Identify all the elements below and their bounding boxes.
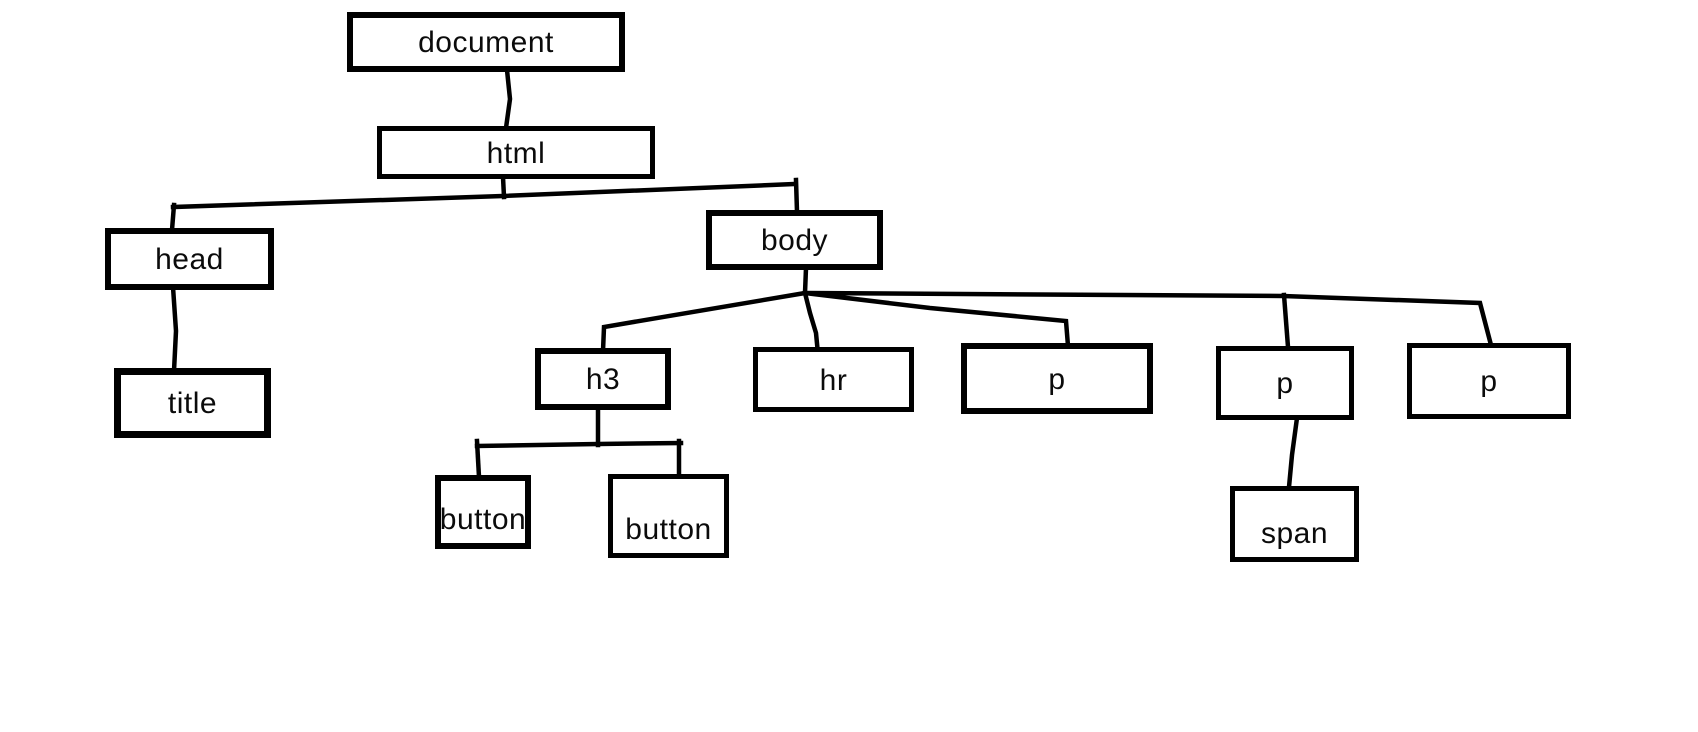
node-button-second-label: button <box>625 513 712 546</box>
edge-p2-span <box>1286 415 1300 490</box>
node-body-label: body <box>760 224 829 257</box>
edge-head-tick <box>169 202 177 233</box>
node-span-label: span <box>1260 517 1329 550</box>
node-hr: hr <box>753 347 914 412</box>
node-html-label: html <box>486 136 546 170</box>
node-p-first: p <box>961 343 1153 414</box>
node-span: span <box>1230 486 1359 562</box>
node-p-third-label: p <box>1480 365 1498 398</box>
node-p-second: p <box>1216 346 1354 420</box>
edge-head-title <box>170 284 179 374</box>
node-h3-label: h3 <box>585 363 621 396</box>
node-document-label: document <box>418 26 554 59</box>
node-title-label: title <box>167 387 218 420</box>
edge-body-hr <box>802 290 821 357</box>
node-p-first-label: p <box>1048 362 1066 396</box>
node-html: html <box>377 126 655 179</box>
edge-html-stub <box>500 174 507 200</box>
node-button-first: button <box>435 475 531 549</box>
node-button-second: button <box>608 474 729 558</box>
edge-p2-tick <box>1281 292 1291 350</box>
node-title: title <box>114 368 271 438</box>
edge-button1-tick <box>474 438 482 480</box>
edge-body-tick <box>793 177 800 215</box>
edge-body-stub <box>802 265 809 296</box>
node-body: body <box>706 210 883 270</box>
edge-document-html <box>503 67 513 131</box>
edge-body-right-rail <box>802 290 1494 348</box>
node-head: head <box>105 228 274 290</box>
edge-h3-children-rail <box>474 440 684 449</box>
node-hr-label: hr <box>819 363 848 397</box>
node-p-third: p <box>1407 343 1571 419</box>
edge-html-children-rail <box>170 181 798 210</box>
edge-body-h3 <box>600 290 808 354</box>
node-document: document <box>347 12 625 72</box>
node-head-label: head <box>155 243 224 276</box>
node-p-second-label: p <box>1276 367 1294 400</box>
node-h3: h3 <box>535 348 671 410</box>
edge-body-p1 <box>802 290 1071 349</box>
node-button-first-label: button <box>439 503 527 536</box>
